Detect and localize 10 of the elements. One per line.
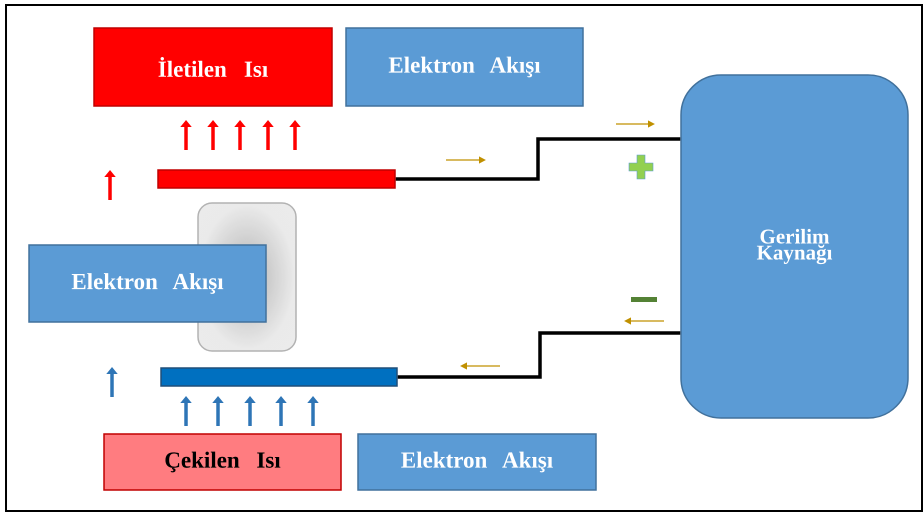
plate-bar (157, 169, 396, 189)
wire (398, 331, 680, 379)
source-box: Gerilim Kaynağı (680, 74, 909, 419)
label-box: Elektron Akışı (28, 244, 267, 323)
heat-box: Çekilen Isı (103, 433, 342, 491)
wire (396, 137, 680, 181)
label-box: Elektron Akışı (345, 27, 584, 107)
heat-box: İletilen Isı (93, 27, 333, 107)
label-box: Elektron Akışı (357, 433, 597, 491)
plate-bar (160, 367, 398, 387)
